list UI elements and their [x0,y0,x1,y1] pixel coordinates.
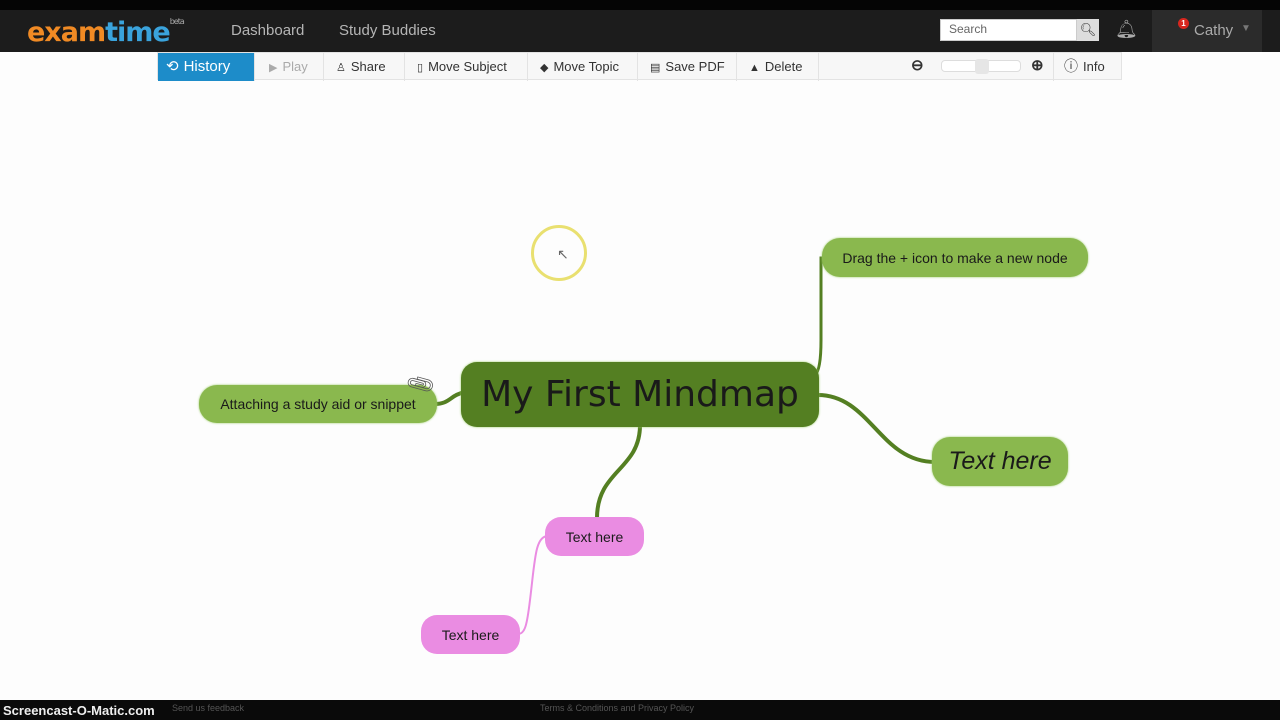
search-icon[interactable]: 🔍︎ [1077,19,1099,41]
user-name[interactable]: Cathy [1194,22,1234,39]
feedback-link[interactable]: Send us feedback [172,703,245,713]
users-icon: ♙ [336,62,346,74]
nav-study-buddies[interactable]: Study Buddies [339,22,436,39]
move-topic-button[interactable]: ◆Move Topic [528,53,638,81]
play-icon: ▶ [269,62,278,74]
node-attach[interactable]: Attaching a study aid or snippet [199,385,437,423]
cursor-highlight [531,225,587,281]
node-pink-1[interactable]: Text here [545,517,644,556]
zoom-slider[interactable] [941,59,1021,74]
zoom-slider-handle[interactable] [975,59,989,74]
node-text-right[interactable]: Text here [932,437,1068,486]
search-input[interactable]: Search [940,19,1077,41]
toolbar: ⟲History ▶Play ♙Share ▯Move Subject ◆Mov… [157,52,1122,81]
node-drag-hint[interactable]: Drag the + icon to make a new node [822,238,1088,277]
delete-button[interactable]: ▲Delete [737,53,819,81]
header: examtimebeta Dashboard Study Buddies Sea… [0,10,1280,52]
node-pink-2[interactable]: Text here [421,615,520,654]
connector-pink1 [595,424,642,519]
logo[interactable]: examtimebeta [27,17,185,48]
footer: Screencast-O-Matic.com Send us feedback … [0,700,1280,720]
connector-pink2 [517,535,549,635]
notification-badge: 1 [1178,18,1189,29]
central-node[interactable]: My First Mindmap [461,362,819,427]
connector-text-right [817,393,936,464]
file-icon: ▤ [650,62,661,74]
history-icon: ⟲ [166,58,179,75]
save-pdf-button[interactable]: ▤Save PDF [638,53,737,81]
zoom-in-icon[interactable]: ⊕ [1031,57,1044,74]
watermark: Screencast-O-Matic.com [3,703,155,718]
chevron-down-icon[interactable]: ▼ [1241,23,1251,34]
cursor-icon: ↖ [557,246,569,262]
share-button[interactable]: ♙Share [324,53,405,81]
book-icon: ▯ [417,62,424,74]
info-icon: ⓘ [1064,58,1078,74]
window-top [0,0,1280,10]
move-subject-button[interactable]: ▯Move Subject [405,53,528,81]
tag-icon: ◆ [540,62,549,74]
nav-dashboard[interactable]: Dashboard [231,22,305,39]
trash-icon: ▲ [749,62,760,74]
play-button[interactable]: ▶Play [257,53,324,81]
history-button[interactable]: ⟲History [158,53,255,81]
connector-drag [813,256,830,377]
bell-icon[interactable]: 🔔︎ [1115,19,1138,39]
terms-link[interactable]: Terms & Conditions and Privacy Policy [540,703,695,713]
zoom-out-icon[interactable]: ⊖ [911,57,924,74]
user-menu[interactable] [1152,10,1262,52]
